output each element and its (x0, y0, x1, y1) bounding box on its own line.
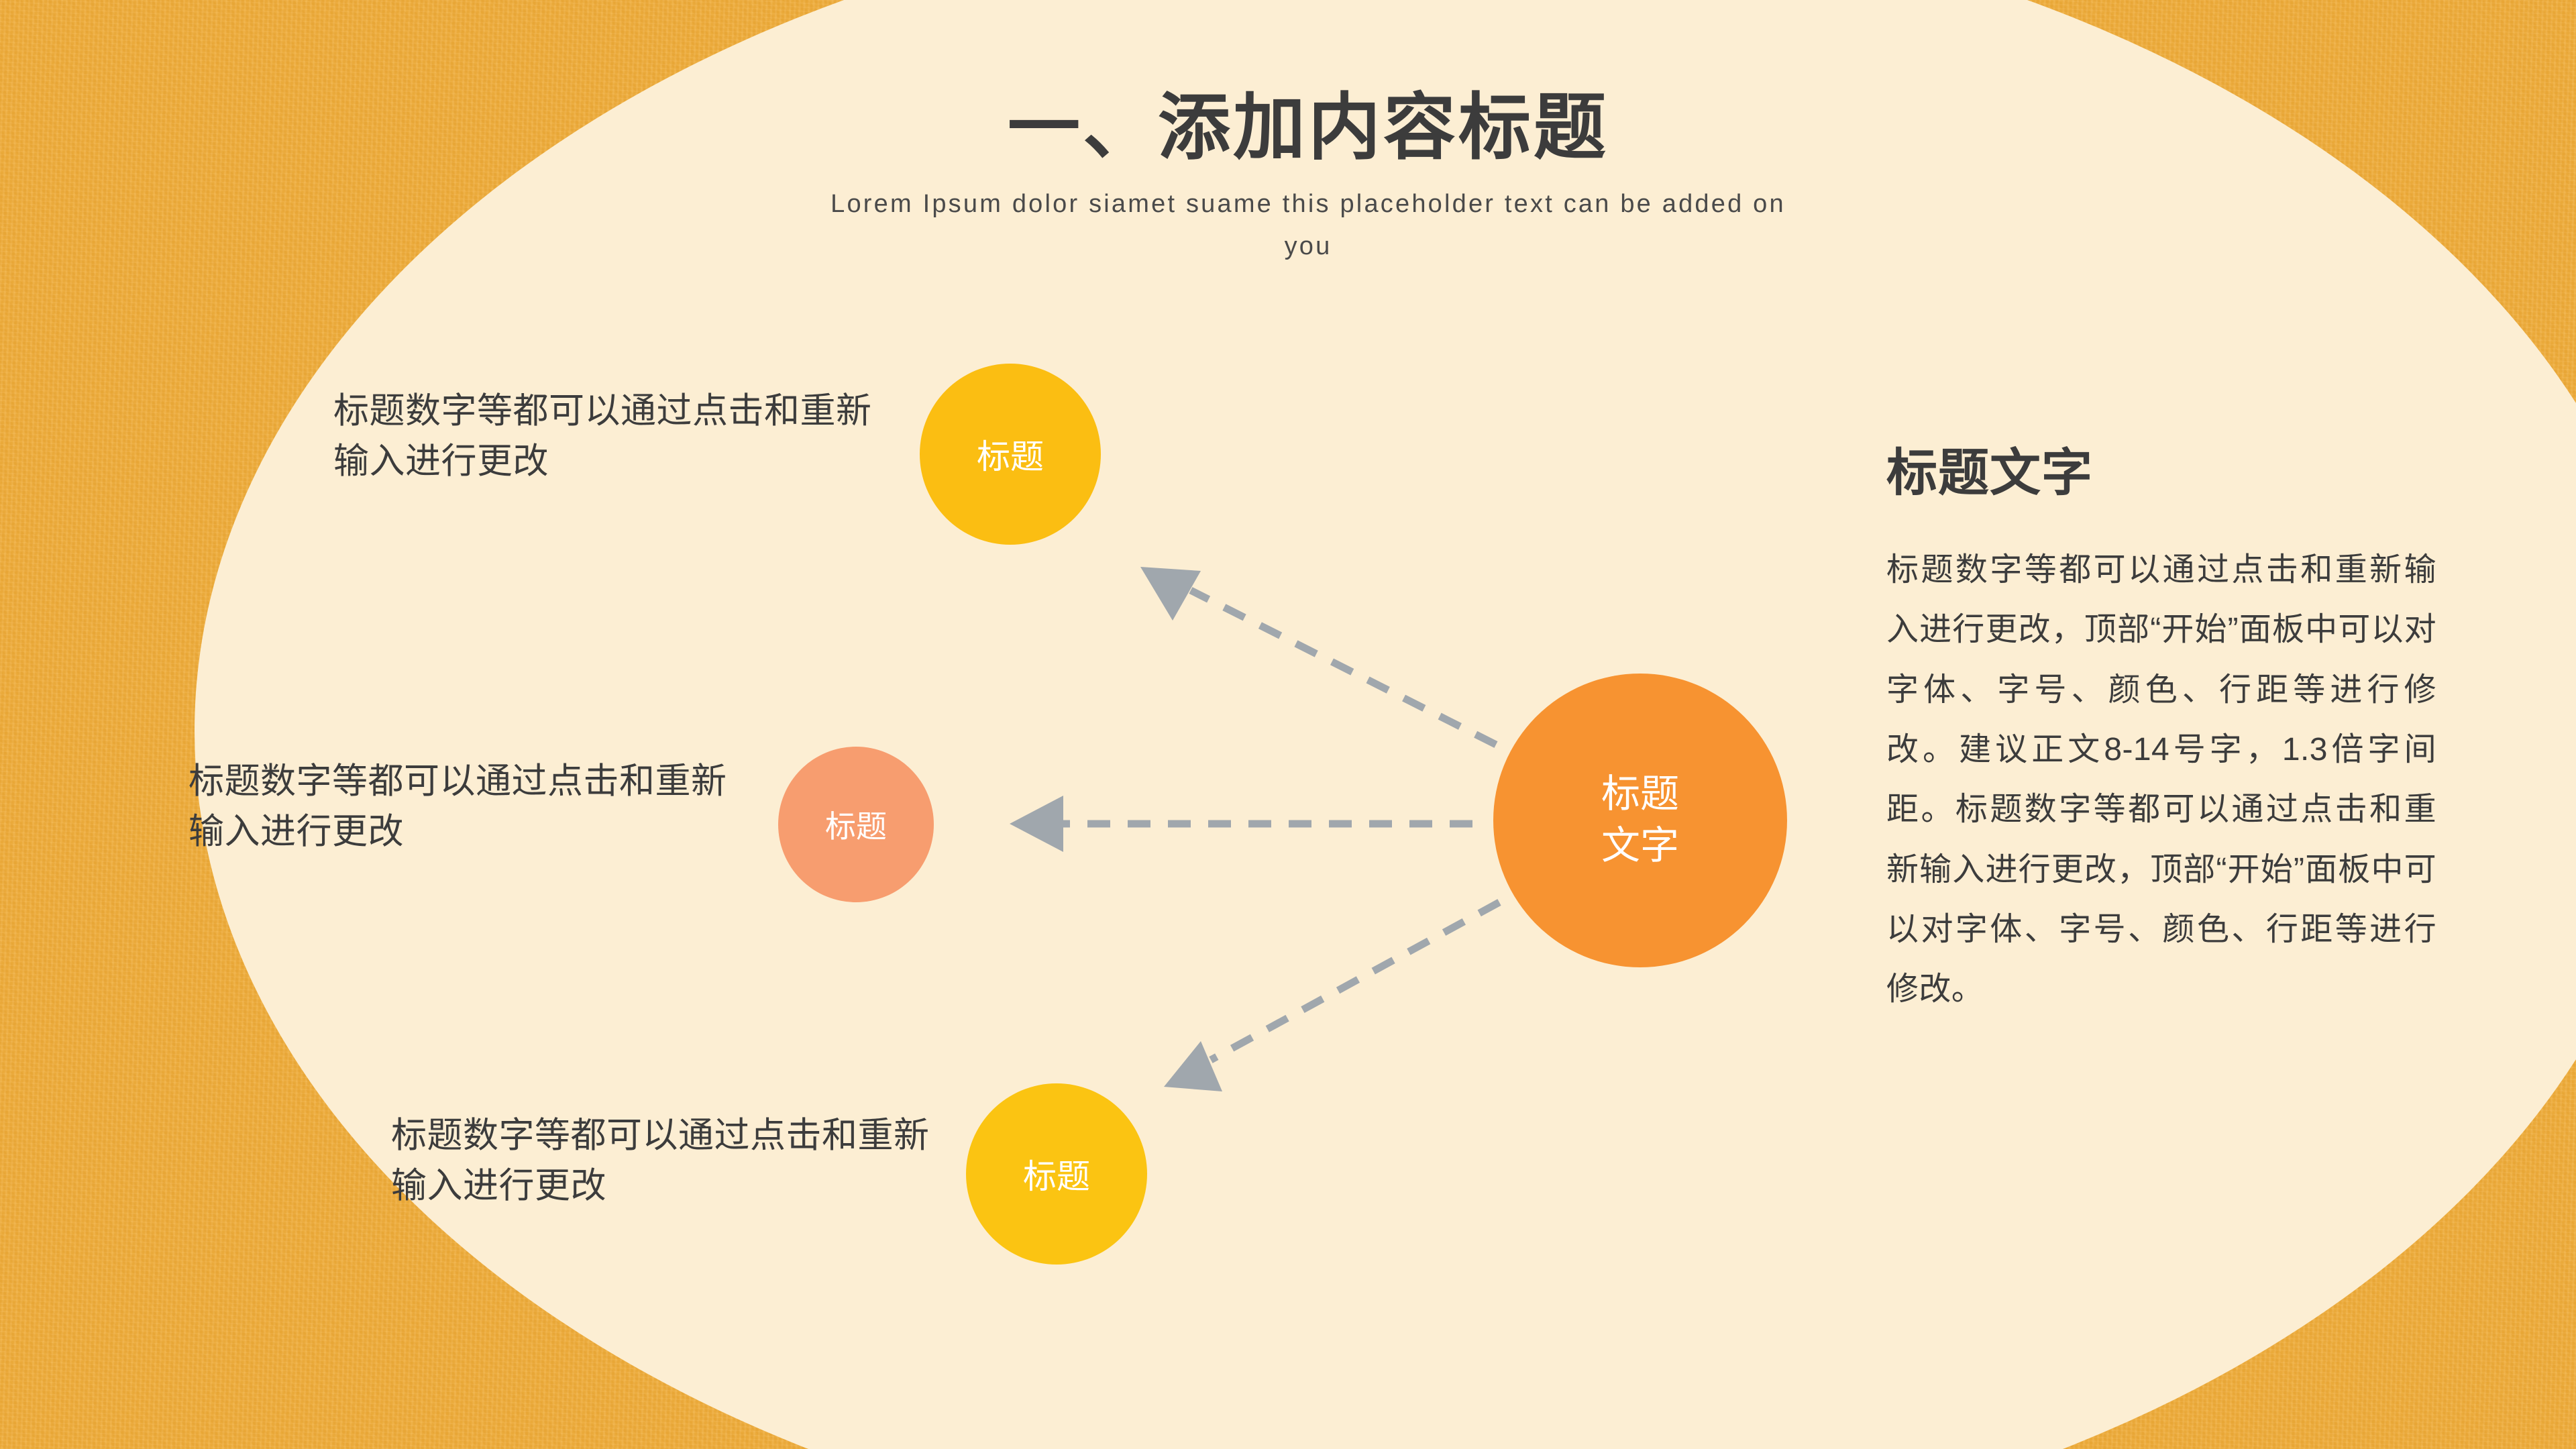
page-subtitle: Lorem Ipsum dolor siamet suame this plac… (830, 189, 1786, 260)
branch-node-top[interactable]: 标题 (920, 364, 1101, 545)
branch-node-bottom[interactable]: 标题 (966, 1083, 1147, 1265)
hub-node-circle[interactable]: 标题 文字 (1493, 674, 1787, 967)
branch-node-middle[interactable]: 标题 (778, 747, 934, 902)
side-panel-body: 标题数字等都可以通过点击和重新输入进行更改，顶部“开始”面板中可以对字体、字号、… (1886, 552, 2436, 1008)
page-title: 一、添加内容标题 (1007, 87, 1609, 168)
branch-caption-middle: 标题数字等都可以通过点击和重新输入进行更改 (189, 761, 727, 852)
side-panel-title: 标题文字 (1886, 445, 2093, 502)
side-panel: 标题文字 标题数字等都可以通过点击和重新输入进行更改，顶部“开始”面板中可以对字… (1886, 443, 2436, 1019)
branch-caption-bottom: 标题数字等都可以通过点击和重新输入进行更改 (391, 1116, 930, 1206)
branch-caption-top: 标题数字等都可以通过点击和重新输入进行更改 (333, 391, 872, 482)
slide-header: 一、添加内容标题 Lorem Ipsum dolor siamet suame … (470, 87, 2147, 267)
